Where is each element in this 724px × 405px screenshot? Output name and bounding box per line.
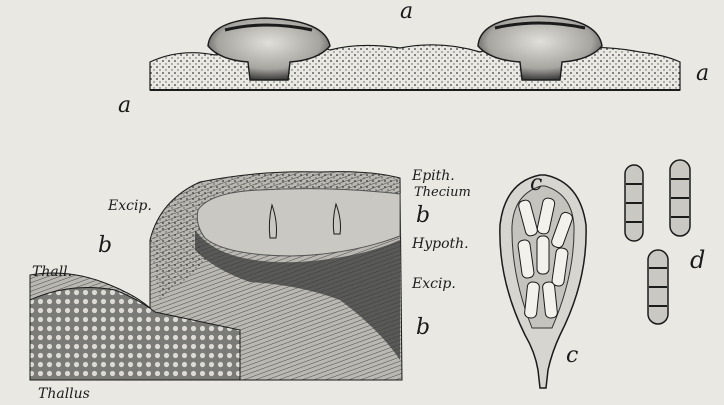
label-b-right-1: b: [416, 203, 430, 228]
label-excip-upper: Excip.: [107, 198, 152, 214]
spore-1: [625, 165, 643, 241]
label-a-top: a: [400, 0, 413, 24]
label-b-left: b: [98, 233, 112, 258]
label-c-bottom: c: [566, 343, 578, 368]
label-d: d: [690, 246, 705, 274]
label-a-right: a: [696, 61, 709, 86]
label-hypoth: Hypoth.: [411, 236, 469, 252]
thecium: [197, 189, 400, 256]
label-thall: Thall.: [32, 264, 72, 280]
spore-3: [648, 250, 668, 324]
label-c-top: c: [530, 171, 542, 196]
spore-2: [670, 160, 690, 236]
label-epith-1: Epith.: [411, 168, 455, 184]
label-epith-2: Thecium: [414, 185, 471, 200]
label-thallus: Thallus: [38, 386, 90, 402]
label-b-right-2: b: [416, 315, 430, 340]
label-a-left: a: [118, 93, 131, 118]
label-excip-lower: Excip.: [411, 276, 456, 292]
